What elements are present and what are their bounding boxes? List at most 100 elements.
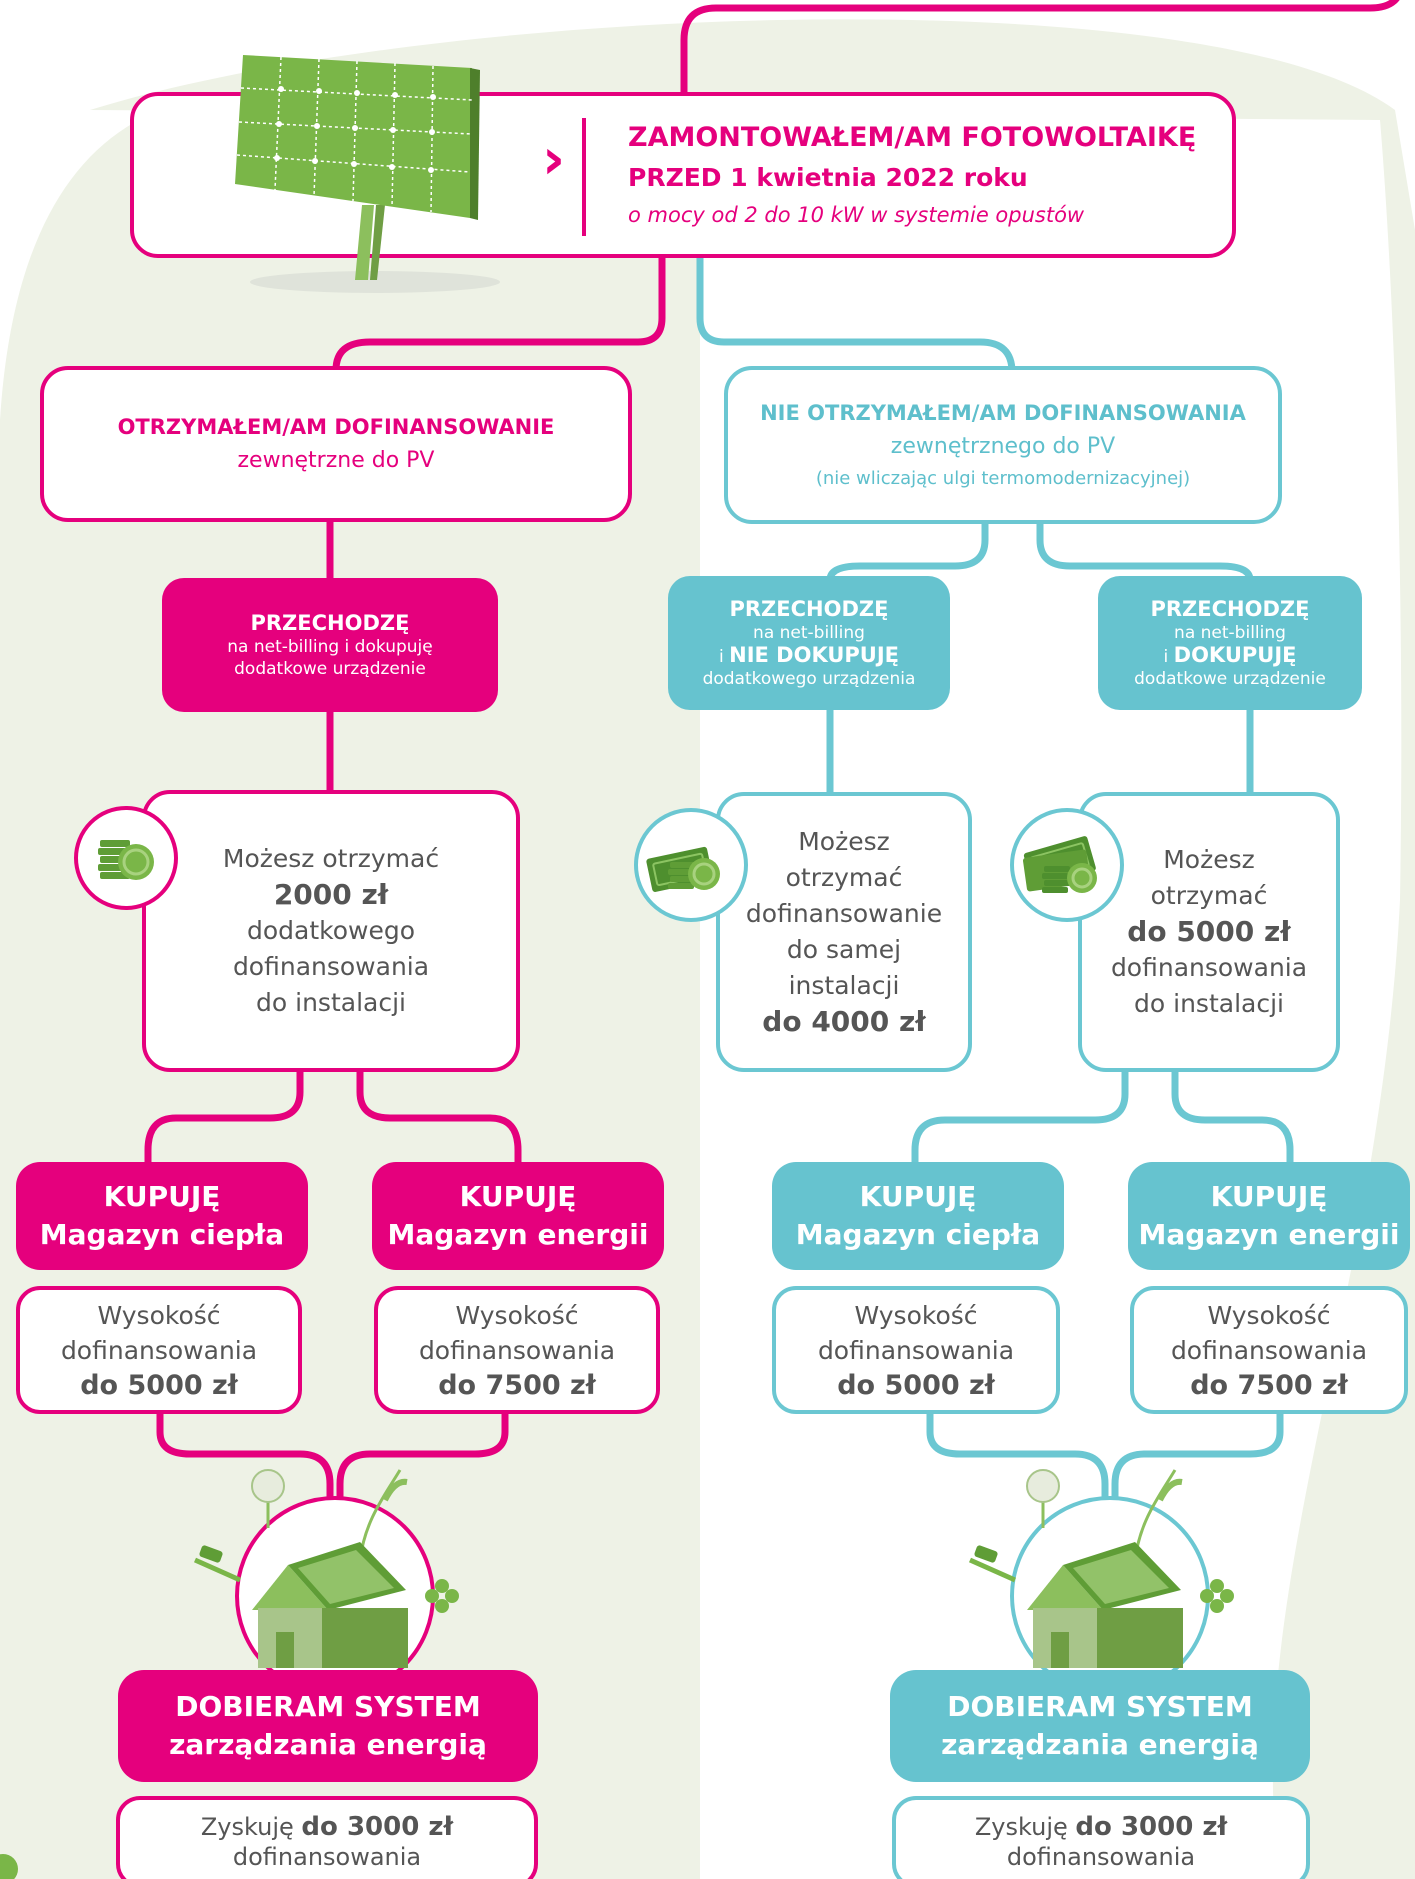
- right-question-sub: zewnętrznego do PV: [890, 434, 1116, 459]
- header-note: o mocy od 2 do 10 kW w systemie opustów: [628, 203, 1085, 227]
- right-action-a-line3: dodatkowego urządzenia: [702, 669, 916, 689]
- right-info-b-box: Możesz otrzymać do 5000 zł dofinansowani…: [1078, 792, 1340, 1072]
- right-system-l2: zarządzania energią: [941, 1728, 1259, 1761]
- right-info-a-l3: dofinansowanie: [745, 899, 943, 928]
- right-buy-heat-l1: KUPUJĘ: [859, 1180, 977, 1213]
- solar-panel-icon: [235, 55, 500, 293]
- right-system-box: DOBIERAM SYSTEM zarządzania energią: [890, 1670, 1310, 1782]
- right-buy-energy-l2: Magazyn energii: [1138, 1218, 1400, 1251]
- right-energy-amount-l1: Wysokość: [1207, 1300, 1331, 1330]
- line-right-energy-house: [1111, 1408, 1284, 1504]
- line-header-left: [332, 254, 666, 374]
- left-gain-box: Zyskuję do 3000 zł dofinansowania: [116, 1796, 538, 1879]
- right-heat-amount-l2: dofinansowania: [817, 1335, 1015, 1365]
- line-left-info-energy: [356, 1066, 522, 1168]
- right-buy-energy-box: KUPUJĘ Magazyn energii: [1128, 1162, 1410, 1270]
- right-gain-amount: do 3000 zł: [1075, 1812, 1228, 1842]
- left-energy-amount-value: do 7500 zł: [438, 1369, 596, 1401]
- left-gain-l2: dofinansowania: [232, 1843, 422, 1871]
- left-action-title: PRZECHODZĘ: [250, 611, 410, 635]
- right-question-title: NIE OTRZYMAŁEM/AM DOFINANSOWANIA: [760, 401, 1246, 425]
- line-left-heat-house: [156, 1408, 334, 1504]
- line-right-q-b: [1036, 520, 1254, 584]
- right-info-a-box: Możesz otrzymać dofinansowanie do samej …: [716, 792, 972, 1072]
- right-action-b-title: PRZECHODZĘ: [1150, 597, 1310, 621]
- header-arrow-icon: ›: [542, 127, 566, 192]
- right-info-b-amount: do 5000 zł: [1127, 915, 1291, 948]
- left-action-line1: na net-billing i dokupuję: [227, 637, 433, 657]
- right-action-b-box: PRZECHODZĘ na net-billing i DOKUPUJĘ dod…: [1098, 576, 1362, 710]
- left-heat-amount-box: Wysokość dofinansowania do 5000 zł: [16, 1286, 302, 1414]
- right-buy-heat-box: KUPUJĘ Magazyn ciepła: [772, 1162, 1064, 1270]
- green-house-icon-right: [968, 1469, 1234, 1696]
- right-action-a-line2: i NIE DOKUPUJĘ: [718, 643, 900, 667]
- line-right-info-energy: [1171, 1068, 1294, 1168]
- left-system-l1: DOBIERAM SYSTEM: [175, 1690, 481, 1723]
- right-question-box: NIE OTRZYMAŁEM/AM DOFINANSOWANIA zewnętr…: [724, 366, 1282, 524]
- left-info-l2: dodatkowego: [246, 916, 416, 945]
- right-question-note: (nie wliczając ulgi termomodernizacyjnej…: [815, 468, 1191, 489]
- left-heat-amount-value: do 5000 zł: [80, 1369, 238, 1401]
- left-info-box: Możesz otrzymać 2000 zł dodatkowego dofi…: [142, 790, 520, 1072]
- banknote-stack-icon: [1010, 808, 1124, 922]
- line-right-q-a: [826, 520, 989, 584]
- right-gain-l1: Zyskuję do 3000 zł: [974, 1812, 1228, 1842]
- left-heat-amount-l1: Wysokość: [97, 1300, 221, 1330]
- line-header-right: [696, 254, 1016, 376]
- right-gain-box: Zyskuję do 3000 zł dofinansowania: [892, 1796, 1310, 1879]
- coin-stack-icon: [74, 806, 178, 910]
- left-gain-amount: do 3000 zł: [301, 1812, 454, 1842]
- banknote-icon: [634, 808, 748, 922]
- right-action-a-box: PRZECHODZĘ na net-billing i NIE DOKUPUJĘ…: [668, 576, 950, 710]
- right-action-b-line3: dodatkowe urządzenie: [1134, 669, 1326, 689]
- left-action-line2: dodatkowe urządzenie: [234, 659, 426, 679]
- left-heat-amount-l2: dofinansowania: [60, 1335, 258, 1365]
- right-buy-heat-l2: Magazyn ciepła: [795, 1218, 1041, 1251]
- left-buy-heat-box: KUPUJĘ Magazyn ciepła: [16, 1162, 308, 1270]
- line-left-info-heat: [144, 1066, 304, 1168]
- right-heat-amount-value: do 5000 zł: [837, 1369, 995, 1401]
- left-system-l2: zarządzania energią: [169, 1728, 487, 1761]
- left-buy-energy-box: KUPUJĘ Magazyn energii: [372, 1162, 664, 1270]
- right-system-l1: DOBIERAM SYSTEM: [947, 1690, 1253, 1723]
- right-energy-amount-value: do 7500 zł: [1190, 1369, 1348, 1401]
- left-energy-amount-l2: dofinansowania: [418, 1335, 616, 1365]
- left-energy-amount-l1: Wysokość: [455, 1300, 579, 1330]
- right-action-a-title: PRZECHODZĘ: [729, 597, 889, 621]
- green-house-icon-left: [193, 1469, 459, 1696]
- right-info-b-l4: do instalacji: [1134, 989, 1284, 1018]
- right-info-a-amount: do 4000 zł: [762, 1005, 926, 1038]
- left-action-box: PRZECHODZĘ na net-billing i dokupuję dod…: [162, 578, 498, 712]
- header-text: ZAMONTOWAŁEM/AM FOTOWOLTAIKĘ PRZED 1 kwi…: [628, 118, 1196, 232]
- right-energy-amount-l2: dofinansowania: [1170, 1335, 1368, 1365]
- right-info-a-l2: otrzymać: [785, 863, 903, 892]
- line-right-info-heat: [911, 1068, 1129, 1168]
- corner-dot-icon: [0, 1854, 18, 1879]
- right-action-b-emphasis: DOKUPUJĘ: [1173, 643, 1297, 667]
- right-info-a-l1: Możesz: [798, 827, 890, 856]
- left-question-sub: zewnętrzne do PV: [237, 448, 435, 473]
- line-right-heat-house: [926, 1408, 1109, 1504]
- line-left-energy-house: [336, 1408, 509, 1504]
- right-info-a-l5: instalacji: [788, 971, 900, 1000]
- left-system-box: DOBIERAM SYSTEM zarządzania energią: [118, 1670, 538, 1782]
- right-heat-amount-box: Wysokość dofinansowania do 5000 zł: [772, 1286, 1060, 1414]
- right-action-a-line1: na net-billing: [753, 623, 865, 643]
- right-gain-l2: dofinansowania: [1006, 1843, 1196, 1871]
- right-energy-amount-box: Wysokość dofinansowania do 7500 zł: [1130, 1286, 1408, 1414]
- right-info-b-l1: Możesz: [1163, 845, 1255, 874]
- left-buy-heat-l2: Magazyn ciepła: [39, 1218, 285, 1251]
- right-action-b-line1: na net-billing: [1174, 623, 1286, 643]
- right-action-b-line2: i DOKUPUJĘ: [1163, 643, 1297, 667]
- right-heat-amount-l1: Wysokość: [854, 1300, 978, 1330]
- right-info-a-l4: do samej: [786, 935, 902, 964]
- left-energy-amount-box: Wysokość dofinansowania do 7500 zł: [374, 1286, 660, 1414]
- left-question-title: OTRZYMAŁEM/AM DOFINANSOWANIE: [117, 415, 555, 439]
- right-info-b-l2: otrzymać: [1150, 881, 1268, 910]
- right-info-b-l3: dofinansowania: [1110, 953, 1308, 982]
- right-action-a-emphasis: NIE DOKUPUJĘ: [729, 643, 900, 667]
- header-subtitle: PRZED 1 kwietnia 2022 roku: [628, 163, 1028, 192]
